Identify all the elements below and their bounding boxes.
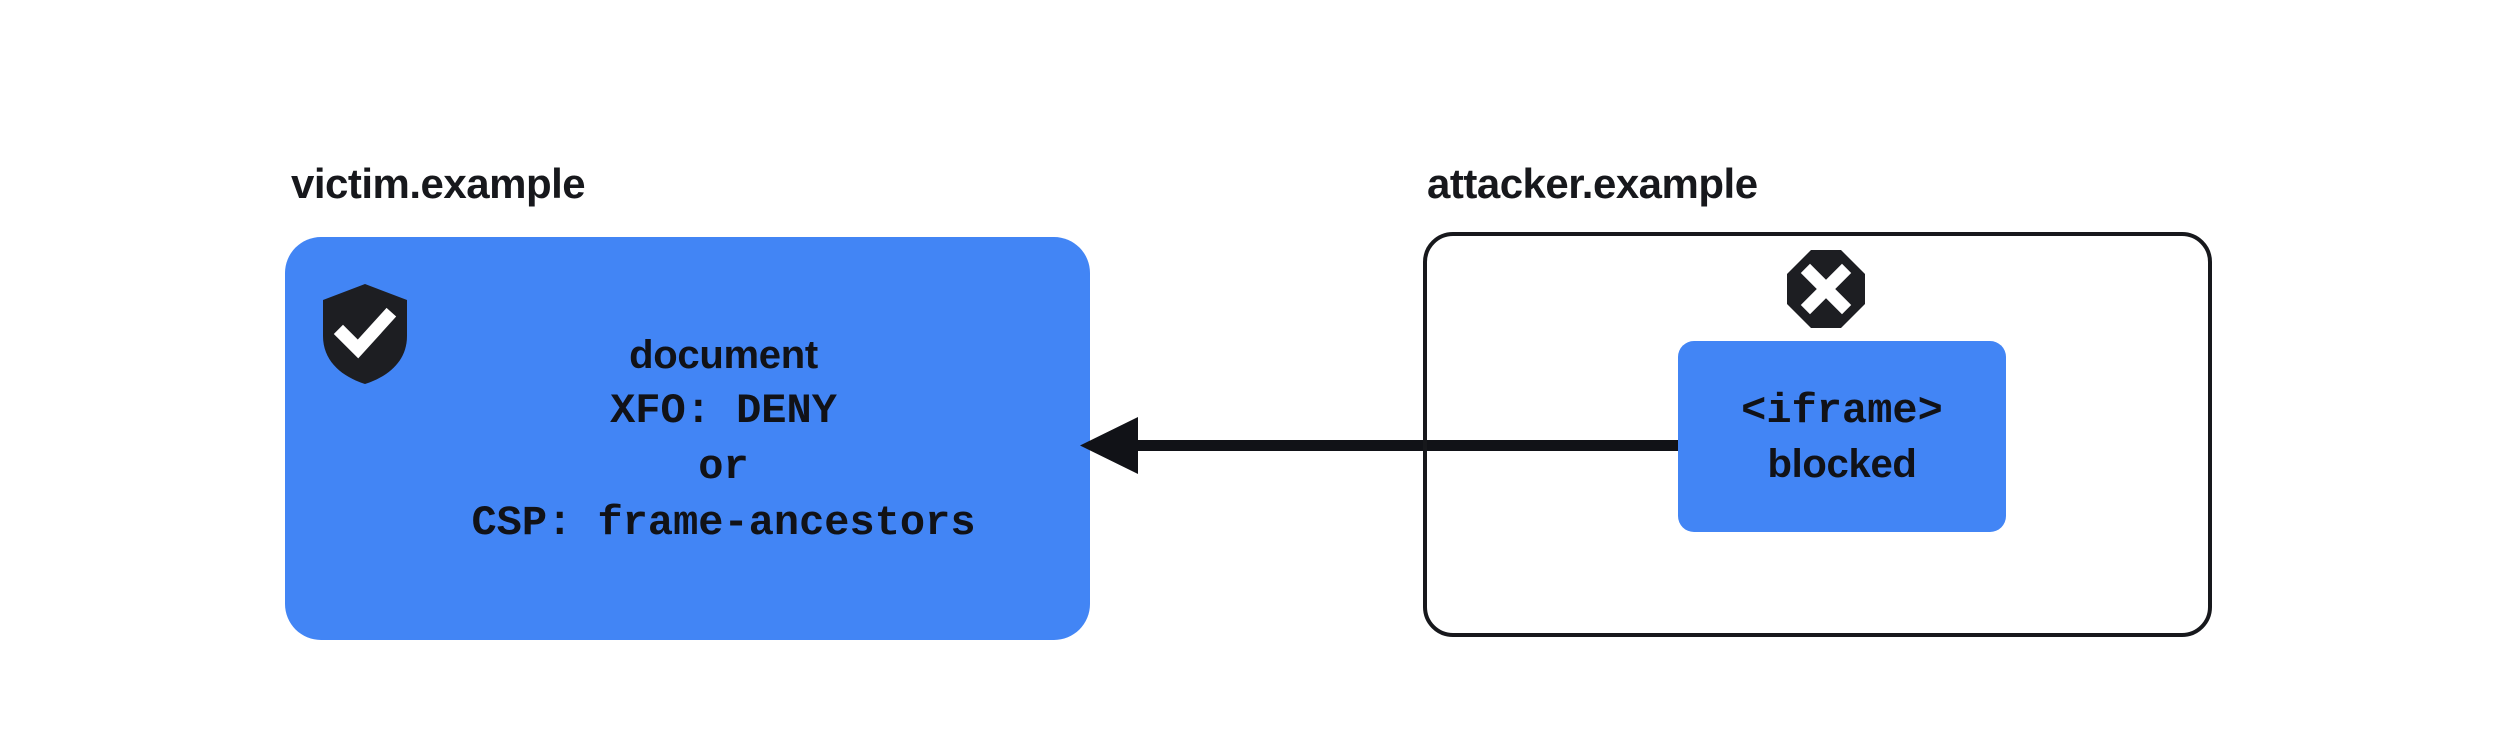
- policy-line-document: document: [629, 333, 818, 377]
- policy-line-or: or: [698, 443, 749, 491]
- attacker-iframe-box: <iframe> blocked: [1678, 341, 2006, 532]
- iframe-tag-label: <iframe>: [1741, 386, 1943, 435]
- octagon-x-icon: [1787, 250, 1865, 328]
- victim-document-panel: document XFO: DENY or CSP: frame-ancesto…: [285, 237, 1090, 640]
- blocked-frame-request-arrow: [1080, 415, 1700, 477]
- attacker-origin-panel: <iframe> blocked: [1423, 232, 2212, 637]
- victim-origin-label: victim.example: [291, 160, 586, 207]
- victim-policy-text-block: document XFO: DENY or CSP: frame-ancesto…: [385, 327, 1062, 551]
- policy-line-xfo: XFO: DENY: [610, 387, 837, 435]
- iframe-blocked-label: blocked: [1767, 441, 1917, 486]
- attacker-origin-label: attacker.example: [1427, 160, 1758, 207]
- shield-check-icon: [323, 284, 407, 384]
- policy-line-csp: CSP: frame-ancestors: [471, 499, 976, 547]
